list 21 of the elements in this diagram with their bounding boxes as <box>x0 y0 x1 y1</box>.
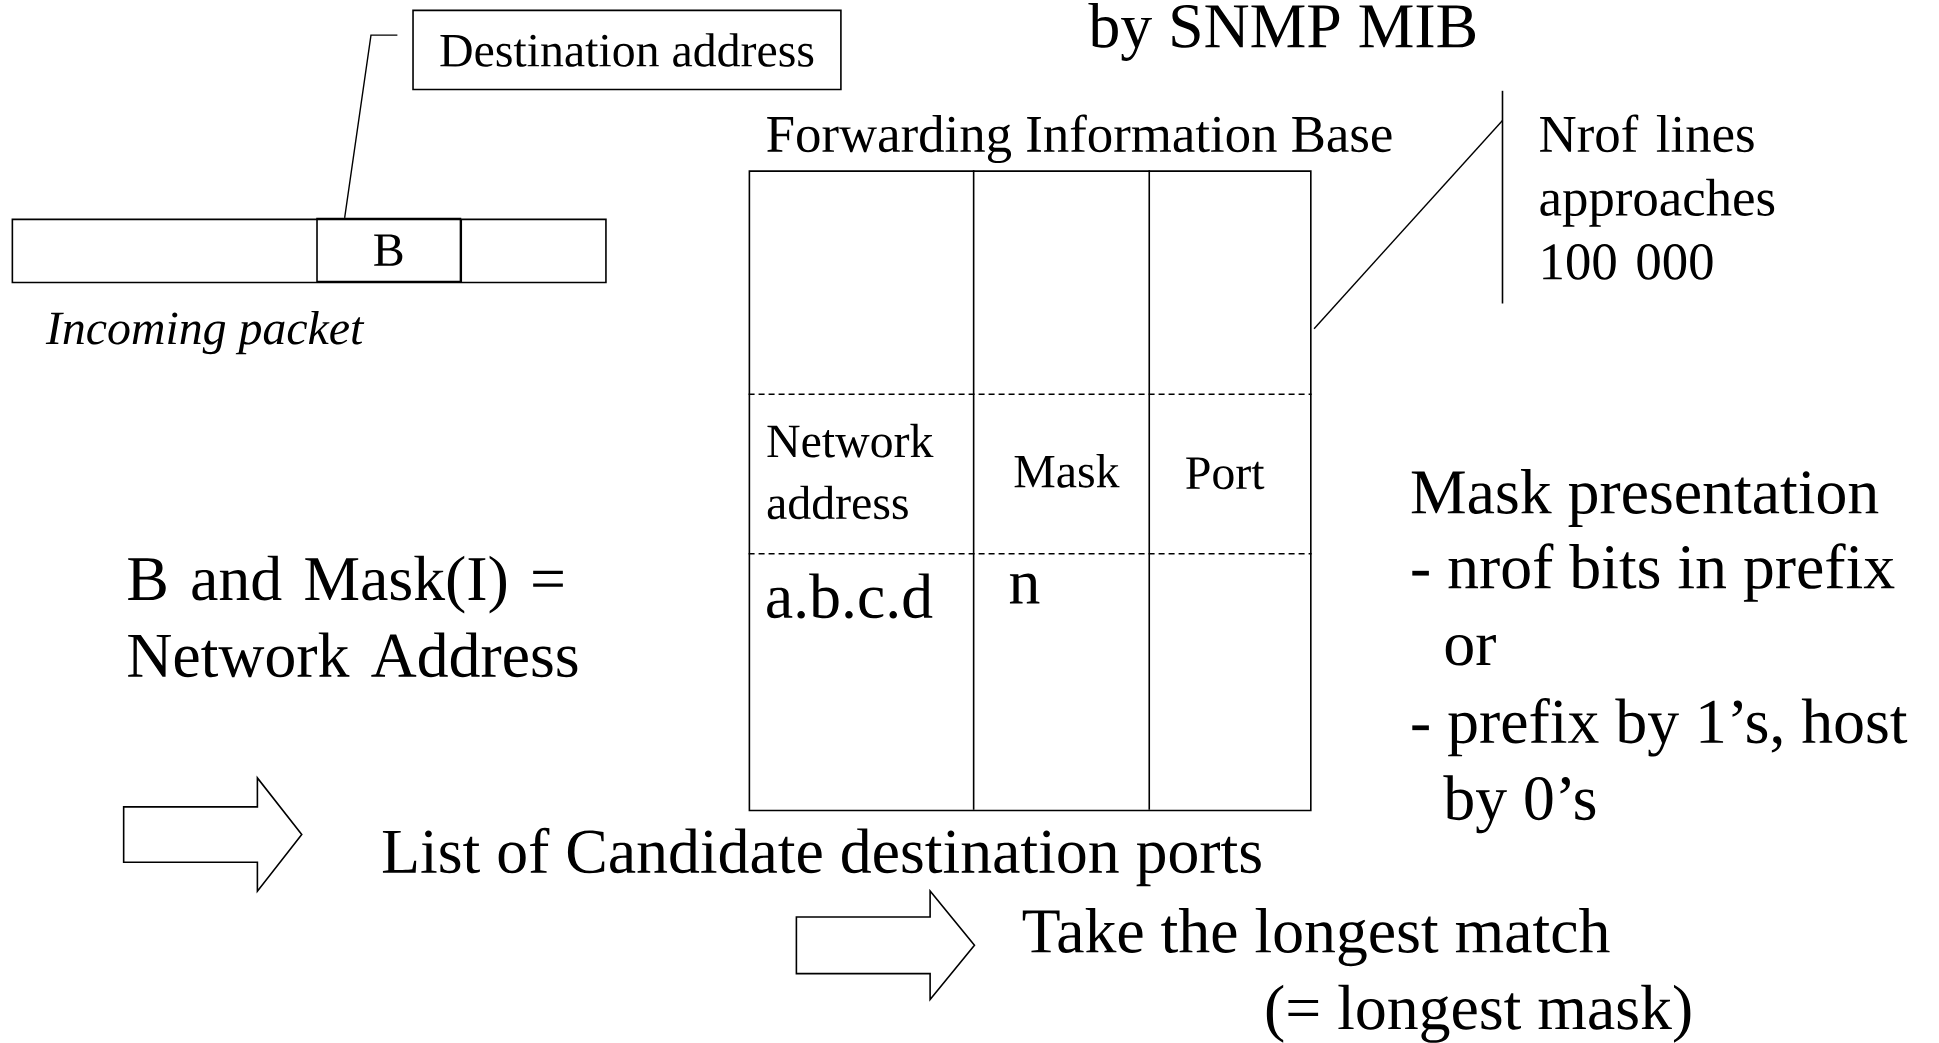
note-text: Nrof lines approaches 100 000 <box>1540 114 1775 280</box>
leader-line <box>1313 119 1504 330</box>
list-heading: Mask presentation <box>1411 469 1879 527</box>
packet-label: Incoming packet <box>45 310 365 355</box>
block-arrow <box>122 775 303 894</box>
callout-box: Destination address <box>412 9 842 91</box>
column-header: Network address <box>767 423 934 520</box>
result-text: Take the longest match (= longest mask) <box>1022 908 1691 1043</box>
table-cell: n <box>1009 573 1040 604</box>
list-item: - nrof bits in prefix or <box>1412 543 1895 666</box>
table-cell: a.b.c.d <box>767 573 933 619</box>
heading-text: by SNMP MIB <box>1088 2 1476 61</box>
block-arrow <box>795 888 976 1002</box>
leader-line <box>343 34 399 219</box>
column-header: Port <box>1186 457 1265 490</box>
equation-text: B and Mask(I) = Network Address <box>128 555 578 678</box>
column-header: Mask <box>1014 454 1120 488</box>
table-heading: Forwarding Information Base <box>767 114 1392 164</box>
packet-field: B <box>316 217 462 283</box>
list-item: - prefix by 1’s, host by 0’s <box>1412 697 1908 834</box>
result-text: List of Candidate destination ports <box>382 827 1261 887</box>
